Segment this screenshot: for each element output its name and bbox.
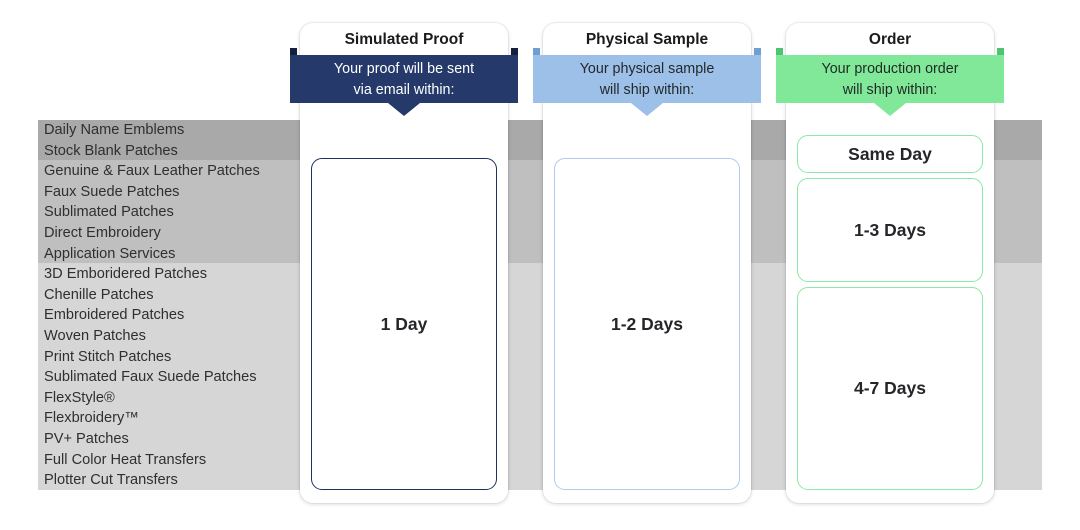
list-item: Sublimated Patches xyxy=(44,204,174,221)
banner-line-1: Your proof will be sent xyxy=(333,61,475,77)
column-title-simulated-proof: Simulated Proof xyxy=(344,31,464,48)
value-box-simulated-proof: 1 Day xyxy=(311,158,497,490)
banner-line-1: Your physical sample xyxy=(579,61,715,77)
banner-notch-icon xyxy=(874,103,906,116)
list-item: Print Stitch Patches xyxy=(44,348,172,365)
banner-notch-icon xyxy=(388,103,420,116)
column-simulated-proof: Simulated Proof Your proof will be sent … xyxy=(290,23,518,503)
column-title-order: Order xyxy=(868,31,912,48)
list-item: Sublimated Faux Suede Patches xyxy=(44,369,257,386)
list-item: Direct Embroidery xyxy=(44,224,161,241)
value-box-order-same-day: Same Day xyxy=(797,135,983,173)
banner-line-2: will ship within: xyxy=(842,82,938,98)
list-item: Flexbroidery™ xyxy=(44,410,139,427)
column-physical-sample: Physical Sample Your physical sample wil… xyxy=(533,23,761,503)
list-item: Genuine & Faux Leather Patches xyxy=(44,163,260,180)
list-item: Faux Suede Patches xyxy=(44,183,180,200)
value-box-physical-sample: 1-2 Days xyxy=(554,158,740,490)
list-item: 3D Emboridered Patches xyxy=(44,266,208,283)
banner-line-2: via email within: xyxy=(353,82,455,98)
column-order: Order Your production order will ship wi… xyxy=(776,23,1004,503)
list-item: Embroidered Patches xyxy=(44,307,185,324)
list-item: FlexStyle® xyxy=(44,389,115,406)
value-box-order-1-3-days: 1-3 Days xyxy=(797,178,983,282)
list-item: Chenille Patches xyxy=(44,286,154,303)
list-item: Plotter Cut Transfers xyxy=(44,472,178,489)
banner-simulated-proof: Your proof will be sent via email within… xyxy=(290,48,518,116)
banner-line-2: will ship within: xyxy=(599,82,695,98)
list-item: Full Color Heat Transfers xyxy=(44,451,207,468)
column-title-physical-sample: Physical Sample xyxy=(585,31,709,48)
list-item: Application Services xyxy=(44,245,176,262)
banner-physical-sample: Your physical sample will ship within: xyxy=(533,48,761,116)
banner-notch-icon xyxy=(631,103,663,116)
list-item: PV+ Patches xyxy=(44,430,129,447)
list-item: Daily Name Emblems xyxy=(44,122,185,138)
banner-line-1: Your production order xyxy=(821,61,959,77)
banner-order: Your production order will ship within: xyxy=(776,48,1004,116)
value-box-order-4-7-days: 4-7 Days xyxy=(797,287,983,490)
list-item: Stock Blank Patches xyxy=(44,142,178,159)
list-item: Woven Patches xyxy=(44,327,146,344)
